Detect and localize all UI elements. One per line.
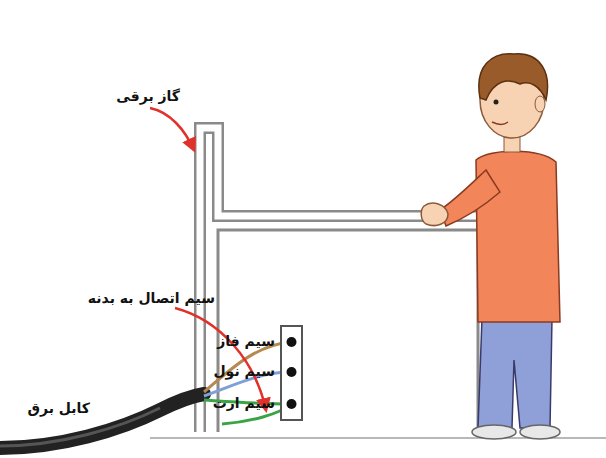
label-text: سیم نول: [213, 363, 275, 380]
leader-arrow: [175, 308, 266, 410]
phase-wire: [204, 342, 291, 392]
terminal-block: [281, 326, 302, 420]
label-text: سیم اتصال به بدنه: [88, 290, 215, 307]
label-text: سیم ارت: [213, 395, 275, 412]
label-text: گاز برقی: [116, 88, 180, 105]
terminal: [287, 367, 297, 377]
leader-arrow: [150, 108, 194, 150]
terminal: [287, 399, 297, 409]
boy-figure: [421, 54, 560, 439]
power-cable: [0, 394, 204, 448]
terminal: [287, 337, 297, 347]
stove-body: [200, 128, 490, 432]
label-text: کابل برق: [27, 400, 90, 417]
label-text: سیم فاز: [217, 333, 275, 350]
